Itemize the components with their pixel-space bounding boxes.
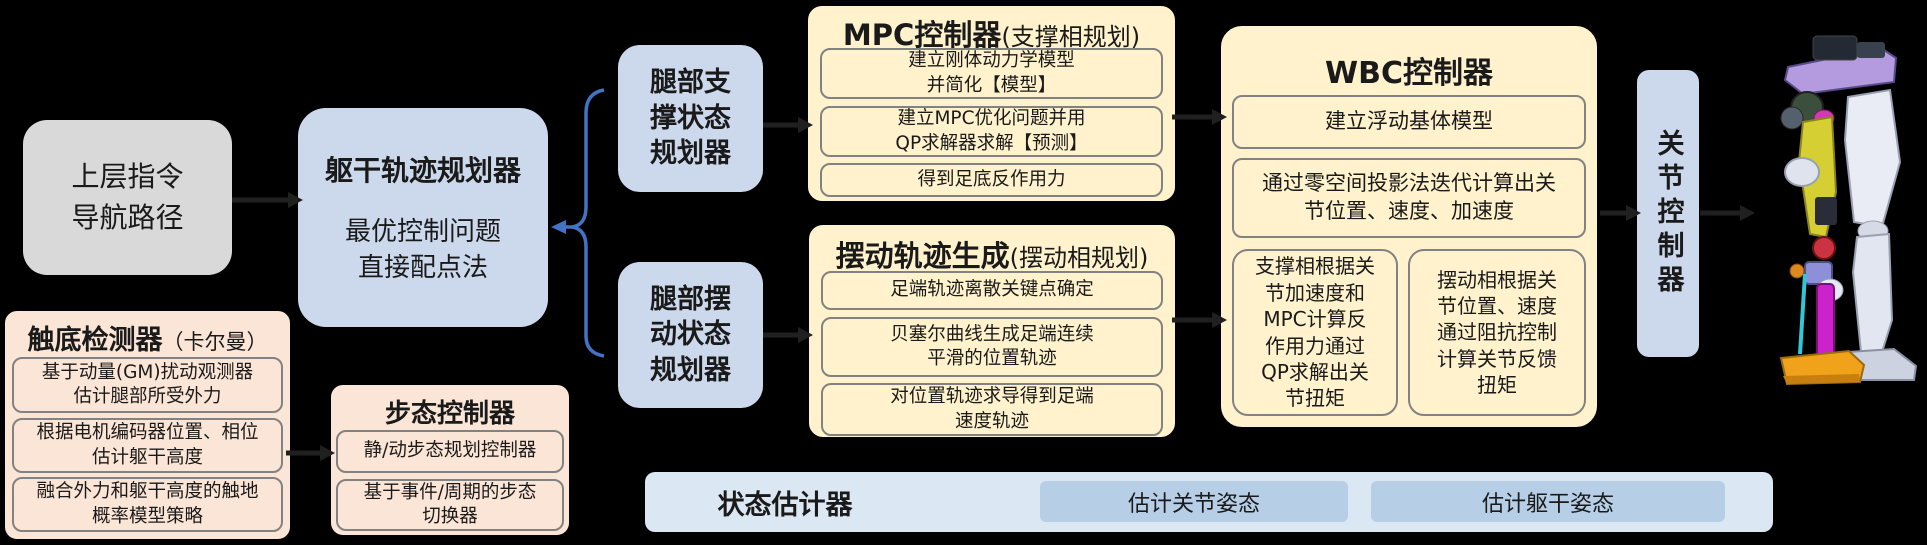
robot-leg-image bbox=[1779, 35, 1918, 386]
wbc-column-swing-phase: 摆动相根据关 节位置、速度 通过阻抗控制 计算关节反馈 扭矩 bbox=[1408, 249, 1586, 416]
brace-connector bbox=[557, 88, 605, 358]
swing-trajectory-title: 摆动轨迹生成(摆动相规划) bbox=[835, 239, 1149, 273]
wbc-item-null-space-projection: 通过零空间投影法迭代计算出关 节位置、速度、加速度 bbox=[1232, 158, 1586, 238]
swing-item-bezier: 贝塞尔曲线生成足端连续 平滑的位置轨迹 bbox=[821, 317, 1163, 377]
joint-controller-box: 关节控制器 bbox=[1637, 70, 1699, 357]
wbc-controller-title: WBC控制器 bbox=[1325, 56, 1493, 91]
gait-item-static-dynamic: 静/动步态规划控制器 bbox=[336, 430, 564, 473]
wbc-column-support-phase: 支撑相根据关 节加速度和 MPC计算反 作用力通过 QP求解出关 节扭矩 bbox=[1232, 249, 1398, 416]
estimate-joint-pose-box: 估计关节姿态 bbox=[1040, 481, 1348, 522]
upper-command-box: 上层指令 导航路径 bbox=[23, 120, 232, 275]
state-estimator-title: 状态估计器 bbox=[717, 489, 853, 521]
estimate-trunk-pose-box: 估计躯干姿态 bbox=[1371, 481, 1725, 522]
leg-support-planner-box: 腿部支 撑状态 规划器 bbox=[618, 45, 763, 192]
gait-item-switcher: 基于事件/周期的步态 切换器 bbox=[336, 479, 564, 531]
swing-item-velocity-trajectory: 对位置轨迹求导得到足端 速度轨迹 bbox=[821, 383, 1163, 436]
touchdown-detector-title: 触底检测器（卡尔曼） bbox=[27, 325, 268, 356]
trunk-planner-title: 躯干轨迹规划器 bbox=[324, 154, 521, 188]
touchdown-item-trunk-height: 根据电机编码器位置、相位 估计躯干高度 bbox=[12, 418, 283, 473]
touchdown-item-external-force: 基于动量(GM)扰动观测器 估计腿部所受外力 bbox=[12, 357, 283, 413]
mpc-item-qp-solver: 建立MPC优化问题并用 QP求解器求解【预测】 bbox=[820, 106, 1163, 157]
brace-arrowhead bbox=[551, 220, 566, 234]
mpc-controller-title: MPC控制器(支撑相规划) bbox=[842, 18, 1141, 52]
swing-item-key-points: 足端轨迹离散关键点确定 bbox=[821, 271, 1163, 310]
gait-controller-title: 步态控制器 bbox=[384, 399, 515, 429]
wbc-item-floating-base-model: 建立浮动基体模型 bbox=[1232, 95, 1586, 149]
trunk-trajectory-planner-box: 躯干轨迹规划器 最优控制问题 直接配点法 bbox=[298, 108, 548, 327]
joint-controller-label: 关节控制器 bbox=[1652, 128, 1684, 299]
touchdown-item-probability-model: 融合外力和躯干高度的触地 概率模型策略 bbox=[12, 477, 283, 532]
mpc-item-rigid-body-model: 建立刚体动力学模型 并简化【模型】 bbox=[820, 48, 1163, 99]
mpc-item-ground-reaction-force: 得到足底反作用力 bbox=[820, 163, 1163, 197]
trunk-planner-body: 最优控制问题 直接配点法 bbox=[344, 217, 501, 283]
leg-swing-planner-box: 腿部摆 动状态 规划器 bbox=[618, 262, 763, 408]
